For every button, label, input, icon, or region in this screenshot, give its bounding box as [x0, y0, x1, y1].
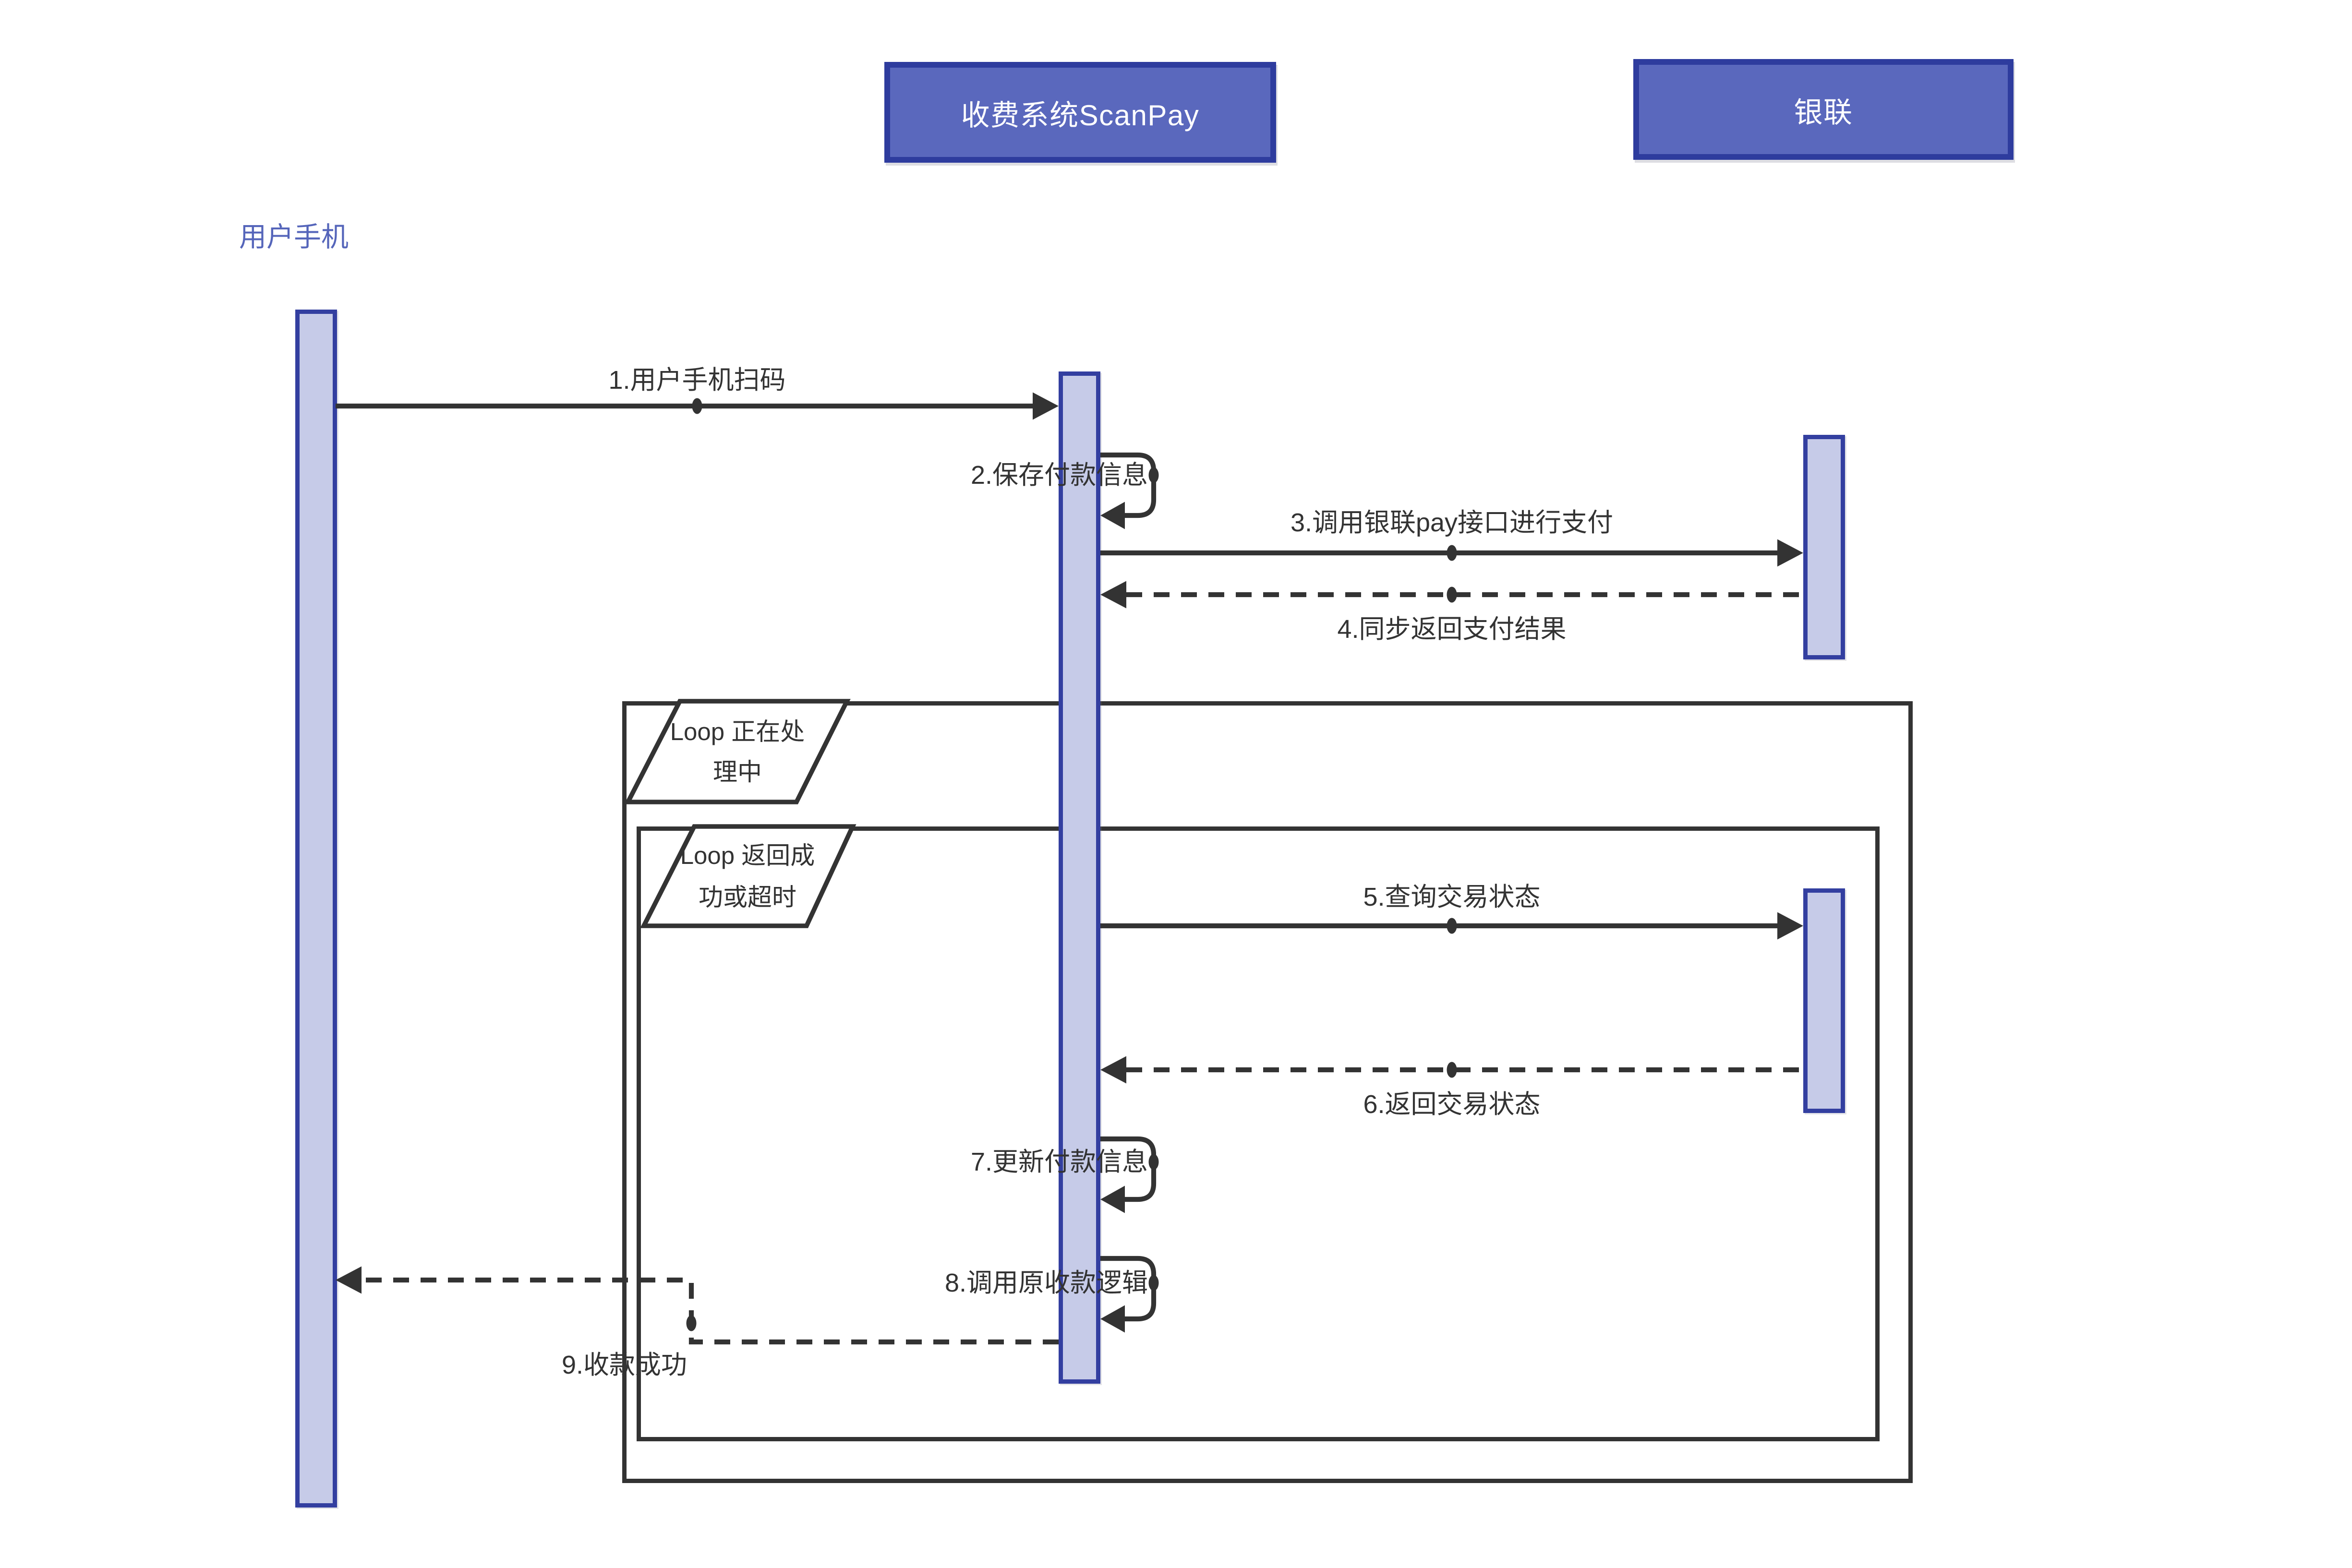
- inner-loop-frame: [637, 826, 1880, 1441]
- participant-scanpay-box: 收费系统ScanPay: [884, 62, 1276, 163]
- participant-user-label: 用户手机: [239, 223, 349, 253]
- outer-loop-frame: [622, 701, 1913, 1483]
- scanpay-activation-bar: [1059, 371, 1100, 1384]
- unionpay-activation-bar-1: [1803, 435, 1845, 659]
- message-3-midpoint-dot: [1447, 545, 1457, 561]
- message-4-midpoint-dot: [1447, 587, 1457, 603]
- message-2-arrow: [1100, 452, 1157, 518]
- message-1-label: 1.用户手机扫码: [608, 366, 785, 395]
- participant-scanpay-label: 收费系统ScanPay: [961, 100, 1200, 132]
- message-4-arrowhead: [1100, 581, 1126, 609]
- message-3-arrowhead: [1777, 539, 1803, 567]
- participant-unionpay-label: 银联: [1794, 97, 1853, 129]
- message-1-midpoint-dot: [692, 398, 702, 414]
- message-4-label: 4.同步返回支付结果: [1337, 615, 1566, 644]
- user-activation-bar: [295, 310, 337, 1508]
- participant-unionpay-box: 银联: [1633, 59, 2014, 160]
- message-3-label: 3.调用银联pay接口进行支付: [1291, 508, 1613, 537]
- unionpay-activation-bar-2: [1803, 888, 1845, 1113]
- message-1-arrowhead: [1033, 392, 1059, 420]
- message-2-arrowhead: [1100, 502, 1125, 529]
- message-9-arrowhead: [336, 1266, 362, 1294]
- message-2-midpoint-dot: [1148, 467, 1159, 483]
